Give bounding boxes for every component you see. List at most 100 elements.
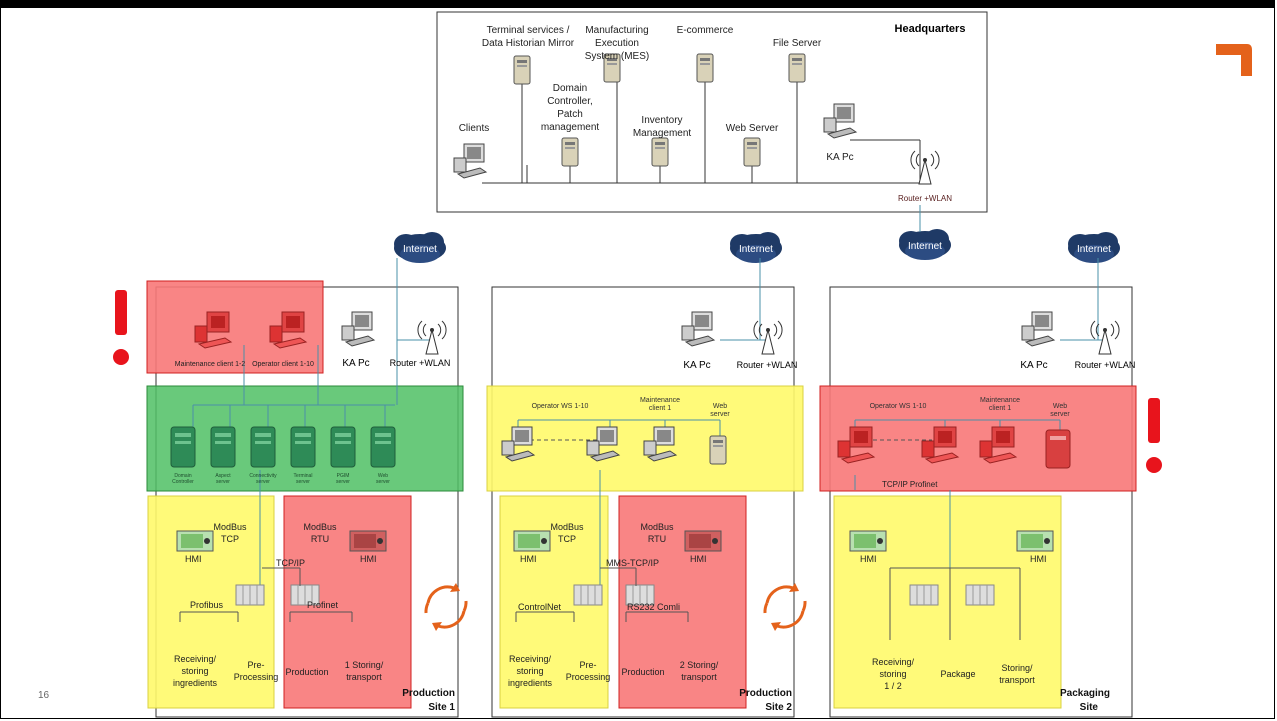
site2-controlnet-label: ControlNet	[518, 602, 562, 612]
site1-receiving-1: Receiving/	[174, 654, 217, 664]
site1-receiving-2: storing	[181, 666, 208, 676]
site1-modbus-rtu-1: ModBus	[303, 522, 337, 532]
site2-mms-label: MMS-TCP/IP	[606, 558, 659, 568]
site3-web-2: server	[1050, 411, 1070, 418]
site3-maintenance-1: Maintenance	[980, 397, 1020, 404]
site1-plc-left-icon	[235, 584, 265, 606]
server-label-6b: server	[376, 479, 390, 485]
site2-hmi-right-label: HMI	[690, 554, 707, 564]
site2-ka-pc-label: KA Pc	[683, 360, 710, 371]
hq-bus	[482, 80, 921, 184]
site2-production-label: Production	[621, 667, 664, 677]
site3-operator-ws-label: Operator WS 1-10	[870, 403, 927, 410]
site1-operator-label: Operator client 1-10	[252, 361, 314, 368]
site1-title-1: Production	[402, 688, 455, 699]
site1-preprocessing-1: Pre-	[247, 660, 264, 670]
site2-maintenance-2: client 1	[649, 405, 671, 412]
headquarters-box	[436, 11, 988, 213]
site3-maintenance-2: client 1	[989, 405, 1011, 412]
domain-label-2: Controller,	[547, 96, 593, 107]
site2-hmi-left-icon	[513, 530, 551, 552]
mes-label-1: Manufacturing	[585, 25, 648, 36]
site3-title-1: Packaging	[1060, 688, 1110, 699]
site3-hmi-right-icon	[1016, 530, 1054, 552]
inventory-label-1: Inventory	[641, 115, 682, 126]
site2-modbus-rtu-2: RTU	[648, 534, 666, 544]
page-number: 16	[38, 690, 50, 701]
site1-profinet-label: Profinet	[307, 600, 339, 610]
web-server-label: Web Server	[726, 123, 779, 134]
site1-title-2: Site 1	[428, 702, 455, 713]
aspect-server-icon	[210, 426, 236, 468]
site1-profibus-label: Profibus	[190, 600, 224, 610]
site1-storing-2: transport	[346, 672, 382, 682]
site3-storing-2: transport	[999, 675, 1035, 685]
site3-hmi-left-icon	[849, 530, 887, 552]
site3-field-lines	[889, 567, 1021, 640]
hq-ka-pc-label: KA Pc	[826, 152, 853, 163]
site3-profinet-label: TCP/IP Profinet	[882, 480, 938, 489]
site3-router-label: Router +WLAN	[1075, 360, 1136, 370]
site2-title-2: Site 2	[765, 702, 792, 713]
site2-modbus-tcp-1: ModBus	[550, 522, 584, 532]
domain-label-3: Patch	[557, 109, 583, 120]
site1-field-lines	[179, 567, 353, 622]
internet-cloud-site3: Internet	[1068, 232, 1120, 263]
site3-receiving-2: storing	[879, 669, 906, 679]
site3-web-1: Web	[1053, 403, 1067, 410]
server-label-2a: Aspect	[215, 473, 231, 479]
site3-title-2: Site	[1080, 702, 1099, 713]
server-label-5b: server	[336, 479, 350, 485]
site1-ka-pc-label: KA Pc	[342, 358, 369, 369]
site2-modbus-tcp-2: TCP	[558, 534, 576, 544]
network-links	[192, 205, 1108, 590]
file-server-label: File Server	[773, 38, 822, 49]
site2-rs232-label: RS232 Comli	[627, 602, 680, 612]
alert-icon-site3	[1146, 398, 1162, 473]
brand-logo-icon	[1216, 44, 1252, 76]
site1-preprocessing-2: Processing	[234, 672, 279, 682]
internet-label-4: Internet	[1077, 244, 1111, 255]
site2-plc-left-icon	[573, 584, 603, 606]
internet-cloud-hq: Internet	[899, 229, 951, 260]
site1-production-label: Production	[285, 667, 328, 677]
domain-label-4: management	[541, 122, 600, 133]
alert-icon-site1	[113, 290, 129, 365]
site2-router-label: Router +WLAN	[737, 360, 798, 370]
site3-package-label: Package	[940, 669, 975, 679]
domain-controller-server-icon	[170, 426, 196, 468]
site3-hmi-right-label: HMI	[1030, 554, 1047, 564]
terminal-server-site1-icon	[290, 426, 316, 468]
site1-hmi-right-icon	[349, 530, 387, 552]
site2-receiving-1: Receiving/	[509, 654, 552, 664]
server-label-1b: Controller	[172, 479, 194, 485]
site2-ws-zone	[486, 385, 804, 492]
connectivity-server-icon	[250, 426, 276, 468]
site3-web-server-icon	[1045, 429, 1071, 469]
site2-receiving-3: ingredients	[508, 678, 553, 688]
site2-preprocessing-2: Processing	[566, 672, 611, 682]
terminal-services-label-1: Terminal services /	[487, 25, 570, 36]
terminal-services-label-2: Data Historian Mirror	[482, 38, 575, 49]
site1-hmi-left-icon	[176, 530, 214, 552]
site2-receiving-2: storing	[516, 666, 543, 676]
site2-hmi-right-icon	[684, 530, 722, 552]
ecommerce-label: E-commerce	[677, 25, 734, 36]
hq-router-label: Router +WLAN	[898, 194, 952, 203]
site2-modbus-rtu-1: ModBus	[640, 522, 674, 532]
site1-modbus-rtu-2: RTU	[311, 534, 329, 544]
site1-tcpip-label: TCP/IP	[276, 558, 305, 568]
internet-label-2: Internet	[739, 244, 773, 255]
site2-title-1: Production	[739, 688, 792, 699]
site2-hmi-left-label: HMI	[520, 554, 537, 564]
internet-cloud-hq-site1: Internet	[394, 232, 446, 263]
site1-hmi-right-label: HMI	[360, 554, 377, 564]
site3-receiving-3: 1 / 2	[884, 681, 902, 691]
site1-modbus-tcp-1: ModBus	[213, 522, 247, 532]
site2-storing-2: transport	[681, 672, 717, 682]
site2-web-server-icon	[709, 435, 727, 465]
domain-controller-icon	[561, 137, 579, 167]
